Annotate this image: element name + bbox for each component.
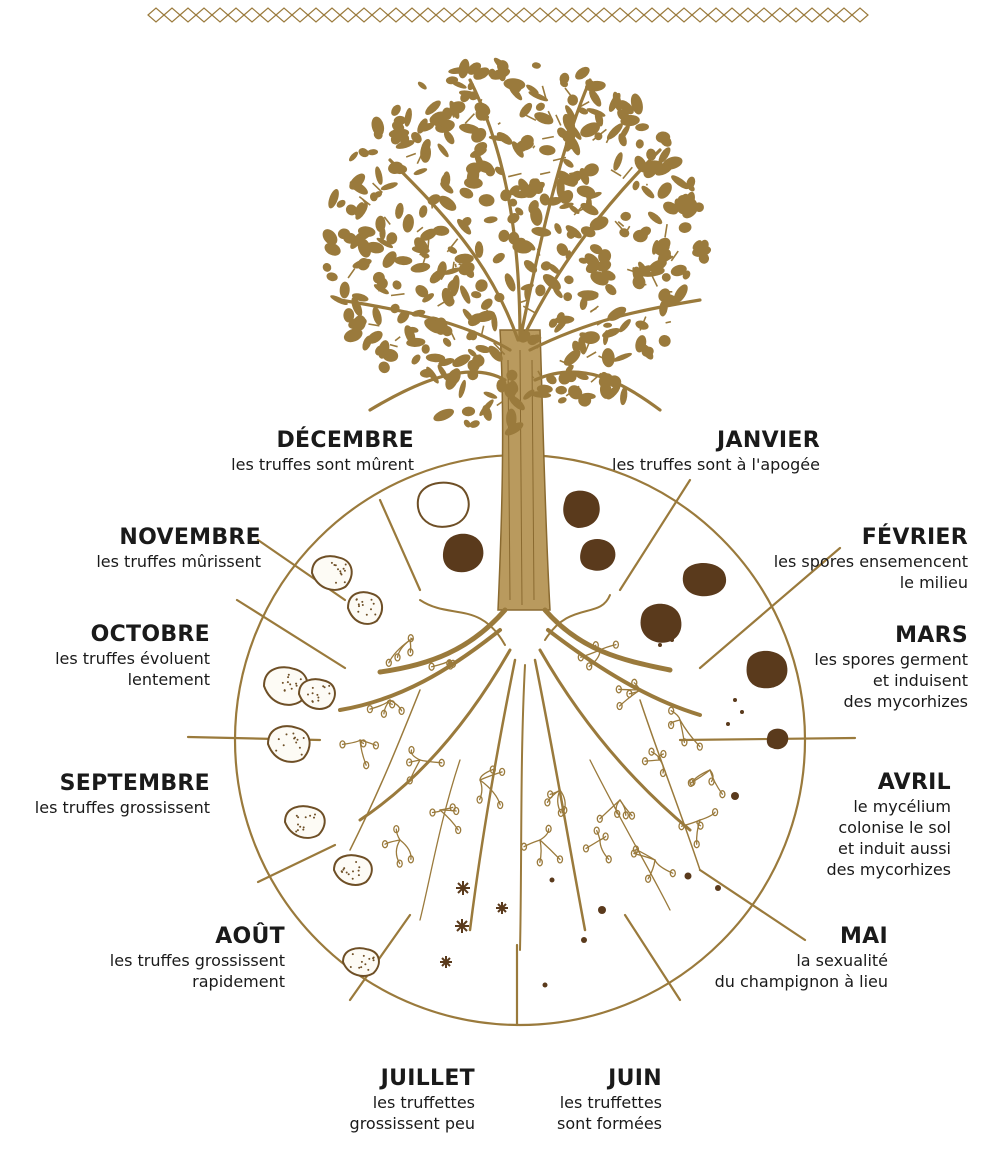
month-desc-novembre: les truffes mûrissent xyxy=(96,551,261,572)
label-mai: MAI la sexualité du champignon à lieu xyxy=(715,924,888,992)
month-name-janvier: JANVIER xyxy=(612,428,820,454)
label-septembre: SEPTEMBRE les truffes grossissent xyxy=(35,771,210,818)
decorative-diamond-border xyxy=(148,8,868,22)
label-aout: AOÛT les truffes grossissent rapidement xyxy=(110,924,285,992)
label-decembre: DÉCEMBRE les truffes sont mûrent xyxy=(231,428,414,475)
month-desc-juillet: les truffettes grossissent peu xyxy=(350,1092,475,1134)
month-name-avril: AVRIL xyxy=(826,770,951,796)
label-novembre: NOVEMBRE les truffes mûrissent xyxy=(96,525,261,572)
month-name-aout: AOÛT xyxy=(110,924,285,950)
month-desc-octobre: les truffes évoluent lentement xyxy=(55,648,210,690)
month-desc-septembre: les truffes grossissent xyxy=(35,797,210,818)
label-avril: AVRIL le mycélium colonise le sol et ind… xyxy=(826,770,951,880)
month-name-octobre: OCTOBRE xyxy=(55,622,210,648)
month-desc-decembre: les truffes sont mûrent xyxy=(231,454,414,475)
month-desc-avril: le mycélium colonise le sol et induit au… xyxy=(826,796,951,880)
label-mars: MARS les spores germent et induisent des… xyxy=(814,623,968,712)
label-juillet: JUILLET les truffettes grossissent peu xyxy=(350,1066,475,1134)
month-name-juillet: JUILLET xyxy=(350,1066,475,1092)
month-name-septembre: SEPTEMBRE xyxy=(35,771,210,797)
month-desc-aout: les truffes grossissent rapidement xyxy=(110,950,285,992)
month-name-decembre: DÉCEMBRE xyxy=(231,428,414,454)
month-name-juin: JUIN xyxy=(557,1066,662,1092)
tree-trunk xyxy=(498,330,550,610)
label-fevrier: FÉVRIER les spores ensemencent le milieu xyxy=(774,525,968,593)
month-name-mars: MARS xyxy=(814,623,968,649)
tree-roots xyxy=(340,595,700,950)
month-desc-mai: la sexualité du champignon à lieu xyxy=(715,950,888,992)
label-juin: JUIN les truffettes sont formées xyxy=(557,1066,662,1134)
month-name-novembre: NOVEMBRE xyxy=(96,525,261,551)
month-name-mai: MAI xyxy=(715,924,888,950)
label-janvier: JANVIER les truffes sont à l'apogée xyxy=(612,428,820,475)
month-desc-janvier: les truffes sont à l'apogée xyxy=(612,454,820,475)
month-desc-mars: les spores germent et induisent des myco… xyxy=(814,649,968,712)
month-desc-fevrier: les spores ensemencent le milieu xyxy=(774,551,968,593)
month-name-fevrier: FÉVRIER xyxy=(774,525,968,551)
label-octobre: OCTOBRE les truffes évoluent lentement xyxy=(55,622,210,690)
month-desc-juin: les truffettes sont formées xyxy=(557,1092,662,1134)
